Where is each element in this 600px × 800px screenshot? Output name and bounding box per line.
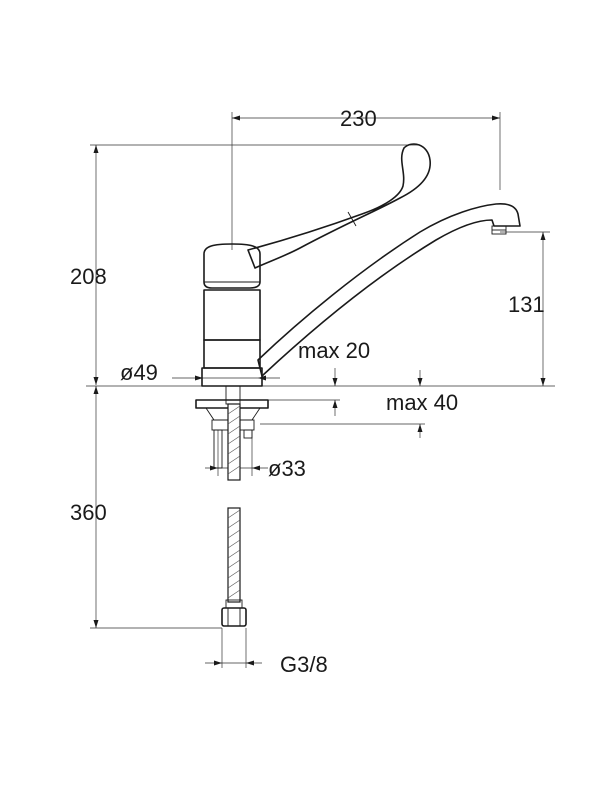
supply-hose-upper [227,403,241,481]
label-max20: max 20 [298,338,370,363]
lever-handle-detail [347,211,357,227]
arrow-208-top [93,145,99,153]
mounting-stud-right [243,429,253,439]
arrow-max40-top [417,378,423,386]
hose-nut [221,607,247,627]
arrow-360-bottom [93,620,99,628]
arrow-208-bottom [93,377,99,385]
label-d49: ø49 [120,360,158,385]
spout [257,203,521,377]
arrow-d33-right [252,465,260,471]
label-230: 230 [340,106,377,131]
cartridge-cap [203,243,261,289]
faucet-body-upper [203,289,261,341]
label-d33: ø33 [268,456,306,481]
lever-handle [247,143,431,269]
arrow-g38-right [246,660,254,666]
arrow-360-top [93,386,99,394]
arrow-230-left [232,115,240,121]
arrow-max20-top [332,378,338,386]
arrow-131-bottom [540,378,546,386]
supply-hose-lower [227,507,241,603]
label-208: 208 [70,264,107,289]
label-g38: G3/8 [280,652,328,677]
supply-hose-lower-braid [227,509,241,599]
arrow-131-top [540,232,546,240]
arrow-d49-left [195,375,203,381]
arrow-max20-bottom [332,400,338,408]
mounting-stud-left [213,429,223,469]
faucet-base-ring [201,367,263,387]
label-360: 360 [70,500,107,525]
arrow-max40-bottom [417,424,423,432]
label-max40: max 40 [386,390,458,415]
mounting-shank [225,385,241,405]
arrow-g38-left [214,660,222,666]
faucet-body-lower [203,339,261,369]
label-131: 131 [508,292,545,317]
arrow-230-right [492,115,500,121]
supply-hose-upper-braid [227,405,241,475]
